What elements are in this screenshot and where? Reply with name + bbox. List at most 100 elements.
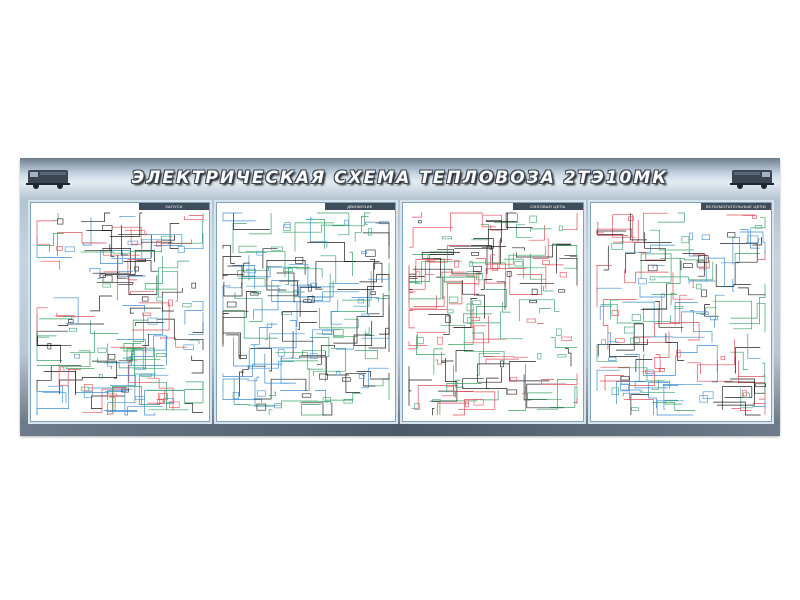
wire xyxy=(652,402,695,411)
wire xyxy=(649,229,695,251)
wire xyxy=(109,212,143,237)
wire xyxy=(447,319,474,345)
wire xyxy=(715,264,751,287)
component-symbol xyxy=(645,369,655,374)
wire xyxy=(454,238,494,249)
wire xyxy=(247,376,260,382)
wire xyxy=(667,257,681,284)
wire xyxy=(368,327,390,353)
wire xyxy=(692,254,710,269)
component-symbol xyxy=(701,289,707,298)
wire xyxy=(509,271,542,295)
component-symbol xyxy=(683,263,693,269)
component-symbol xyxy=(466,303,474,312)
wire xyxy=(43,371,76,396)
wire xyxy=(148,409,188,411)
wire xyxy=(670,292,676,306)
component-symbol xyxy=(168,299,173,307)
wire xyxy=(267,280,298,297)
wire xyxy=(36,330,68,363)
wire xyxy=(90,295,113,312)
component-symbol xyxy=(472,300,482,305)
component-symbol xyxy=(630,337,640,344)
wire xyxy=(656,400,694,416)
component-symbol xyxy=(232,392,240,400)
wire xyxy=(503,258,524,279)
component-symbol xyxy=(674,306,684,309)
wire xyxy=(565,348,572,367)
component-symbol xyxy=(284,222,291,228)
component-symbol xyxy=(537,353,542,360)
wire xyxy=(184,300,204,325)
wire xyxy=(475,253,514,265)
wire xyxy=(316,344,335,365)
wire xyxy=(251,322,273,346)
wire xyxy=(714,294,725,328)
wire xyxy=(349,251,353,276)
wire xyxy=(315,261,356,290)
wire xyxy=(232,223,247,254)
wire xyxy=(634,380,670,389)
wire xyxy=(353,289,370,307)
wire xyxy=(486,246,506,275)
wire xyxy=(136,260,158,272)
component-symbol xyxy=(102,275,113,283)
wire xyxy=(480,390,499,401)
wire xyxy=(556,244,571,274)
panel-label-bar: ВСПОМОГАТЕЛЬНЫЕ ЦЕПИ xyxy=(701,203,771,210)
wire xyxy=(476,294,485,319)
wire xyxy=(233,213,270,230)
wire xyxy=(473,325,506,340)
wire xyxy=(463,313,501,324)
wire xyxy=(734,347,761,374)
component-symbol xyxy=(169,401,180,408)
component-symbol xyxy=(277,349,285,357)
wire xyxy=(408,366,412,392)
wire xyxy=(58,363,81,386)
wire xyxy=(436,276,444,300)
wire xyxy=(222,378,262,403)
poster-board: ЭЛЕКТРИЧЕСКАЯ СХЕМА ТЕПЛОВОЗА 2ТЭ10МК ЗА… xyxy=(20,158,780,436)
component-symbol xyxy=(720,356,726,361)
component-symbol xyxy=(102,283,111,288)
wire xyxy=(36,236,73,258)
component-symbol xyxy=(676,349,681,358)
component-symbol xyxy=(106,393,117,397)
component-symbol xyxy=(182,303,192,308)
component-symbol xyxy=(747,235,759,244)
wire xyxy=(90,320,119,334)
wire xyxy=(412,212,422,218)
wire xyxy=(330,299,342,325)
wire xyxy=(266,266,282,282)
wire xyxy=(536,379,578,410)
component-symbol xyxy=(99,374,103,379)
wire xyxy=(162,234,175,241)
wire xyxy=(107,365,165,400)
wire xyxy=(184,215,204,221)
component-symbol xyxy=(107,354,116,360)
wire xyxy=(462,280,479,295)
wire xyxy=(483,356,528,358)
wire xyxy=(375,222,390,246)
wire xyxy=(527,392,562,400)
wire xyxy=(752,399,766,407)
wire xyxy=(130,291,155,295)
component-symbol xyxy=(514,261,523,267)
wire xyxy=(296,283,359,327)
wire xyxy=(762,362,766,393)
wire xyxy=(660,257,706,261)
wire xyxy=(147,377,174,411)
wire xyxy=(133,348,166,370)
wire xyxy=(237,278,281,287)
wire xyxy=(408,265,414,293)
wire xyxy=(124,391,163,416)
wire xyxy=(345,372,366,393)
wire xyxy=(331,212,371,227)
wire xyxy=(246,285,279,320)
wire xyxy=(132,302,170,331)
component-symbol xyxy=(84,384,93,392)
wire xyxy=(621,389,641,397)
wire xyxy=(687,362,701,375)
component-symbol xyxy=(80,386,89,392)
component-symbol xyxy=(343,399,353,404)
